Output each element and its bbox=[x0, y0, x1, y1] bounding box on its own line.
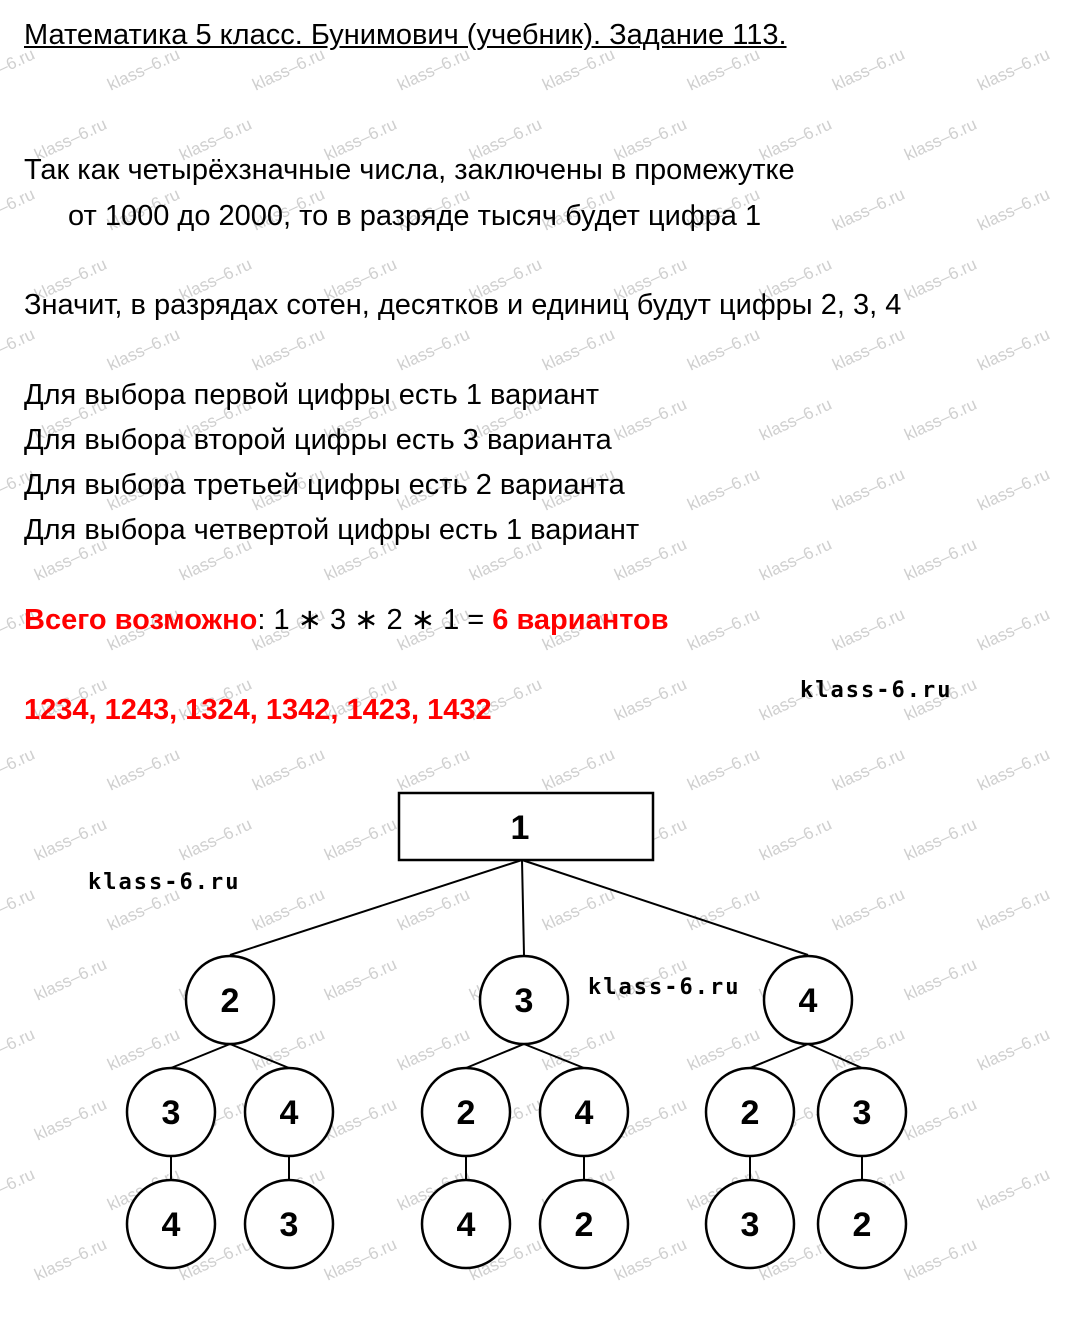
edge bbox=[523, 1043, 585, 1069]
total-line: Всего возможно: 1 ∗ 3 ∗ 2 ∗ 1 = 6 вариан… bbox=[24, 603, 669, 637]
edge bbox=[465, 1043, 525, 1069]
tree-root-box bbox=[397, 791, 655, 862]
tree-node-circle bbox=[184, 954, 276, 1046]
site-stamp-3: klass-6.ru bbox=[588, 975, 741, 1000]
numbers-list: 1234, 1243, 1324, 1342, 1423, 1432 bbox=[24, 694, 492, 726]
tree-node-circle bbox=[538, 1178, 630, 1270]
total-result: 6 вариантов bbox=[492, 604, 669, 636]
tree-node-circle bbox=[125, 1178, 217, 1270]
tree-node-circle bbox=[420, 1066, 512, 1158]
edge-root-2 bbox=[229, 859, 523, 956]
tree-node-circle bbox=[243, 1178, 335, 1270]
tree-node-l2-5: 2 bbox=[741, 1094, 760, 1132]
tree-node-circle bbox=[125, 1066, 217, 1158]
tree-node-l2-3: 2 bbox=[457, 1094, 476, 1132]
paragraph-1-line-2: от 1000 до 2000, то в разряде тысяч буде… bbox=[68, 200, 762, 232]
choice-line-3: Для выбора третьей цифры есть 2 варианта bbox=[24, 469, 625, 501]
tree-node-circle bbox=[816, 1178, 908, 1270]
choice-line-4: Для выбора четвертой цифры есть 1 вариан… bbox=[24, 514, 640, 546]
edge-root-4 bbox=[521, 859, 809, 956]
site-stamp-2: klass-6.ru bbox=[88, 870, 241, 895]
tree-node-l2-2: 4 bbox=[280, 1094, 299, 1132]
tree-node-circle bbox=[243, 1066, 335, 1158]
tree-node-l1-2: 3 bbox=[515, 982, 534, 1020]
tree-root-label: 1 bbox=[511, 809, 530, 847]
edge bbox=[170, 1043, 231, 1069]
edge bbox=[229, 1043, 290, 1069]
tree-node-l2-6: 3 bbox=[853, 1094, 872, 1132]
choice-line-2: Для выбора второй цифры есть 3 варианта bbox=[24, 424, 612, 456]
tree-node-l1-3: 4 bbox=[799, 982, 818, 1020]
tree-node-circle bbox=[538, 1066, 630, 1158]
tree-node-l2-1: 3 bbox=[162, 1094, 181, 1132]
total-expression: : 1 ∗ 3 ∗ 2 ∗ 1 = bbox=[257, 604, 493, 636]
paragraph-1-line-1: Так как четырёхзначные числа, заключены … bbox=[24, 154, 795, 186]
page-title: Математика 5 класс. Бунимович (учебник).… bbox=[24, 19, 787, 51]
tree-node-circle bbox=[704, 1178, 796, 1270]
tree-node-circle bbox=[816, 1066, 908, 1158]
tree-node-circle bbox=[420, 1178, 512, 1270]
total-label: Всего возможно bbox=[24, 604, 258, 636]
tree-node-l1-1: 2 bbox=[221, 982, 240, 1020]
edge bbox=[749, 1043, 809, 1069]
tree-node-l3-1: 4 bbox=[162, 1206, 181, 1244]
tree-node-circle bbox=[704, 1066, 796, 1158]
tree-node-l3-3: 4 bbox=[457, 1206, 476, 1244]
tree-node-circle bbox=[762, 954, 854, 1046]
tree-node-l3-2: 3 bbox=[280, 1206, 299, 1244]
edge bbox=[807, 1043, 863, 1069]
paragraph-2: Значит, в разрядах сотен, десятков и еди… bbox=[24, 289, 902, 321]
tree-node-l3-6: 2 bbox=[853, 1206, 872, 1244]
tree-node-l2-4: 4 bbox=[575, 1094, 594, 1132]
tree-node-l3-4: 2 bbox=[575, 1206, 594, 1244]
edge-root-3 bbox=[521, 859, 525, 956]
tree-node-l3-5: 3 bbox=[741, 1206, 760, 1244]
choice-line-1: Для выбора первой цифры есть 1 вариант bbox=[24, 379, 599, 411]
tree-node-circle bbox=[478, 954, 570, 1046]
site-stamp-1: klass-6.ru bbox=[800, 678, 953, 703]
